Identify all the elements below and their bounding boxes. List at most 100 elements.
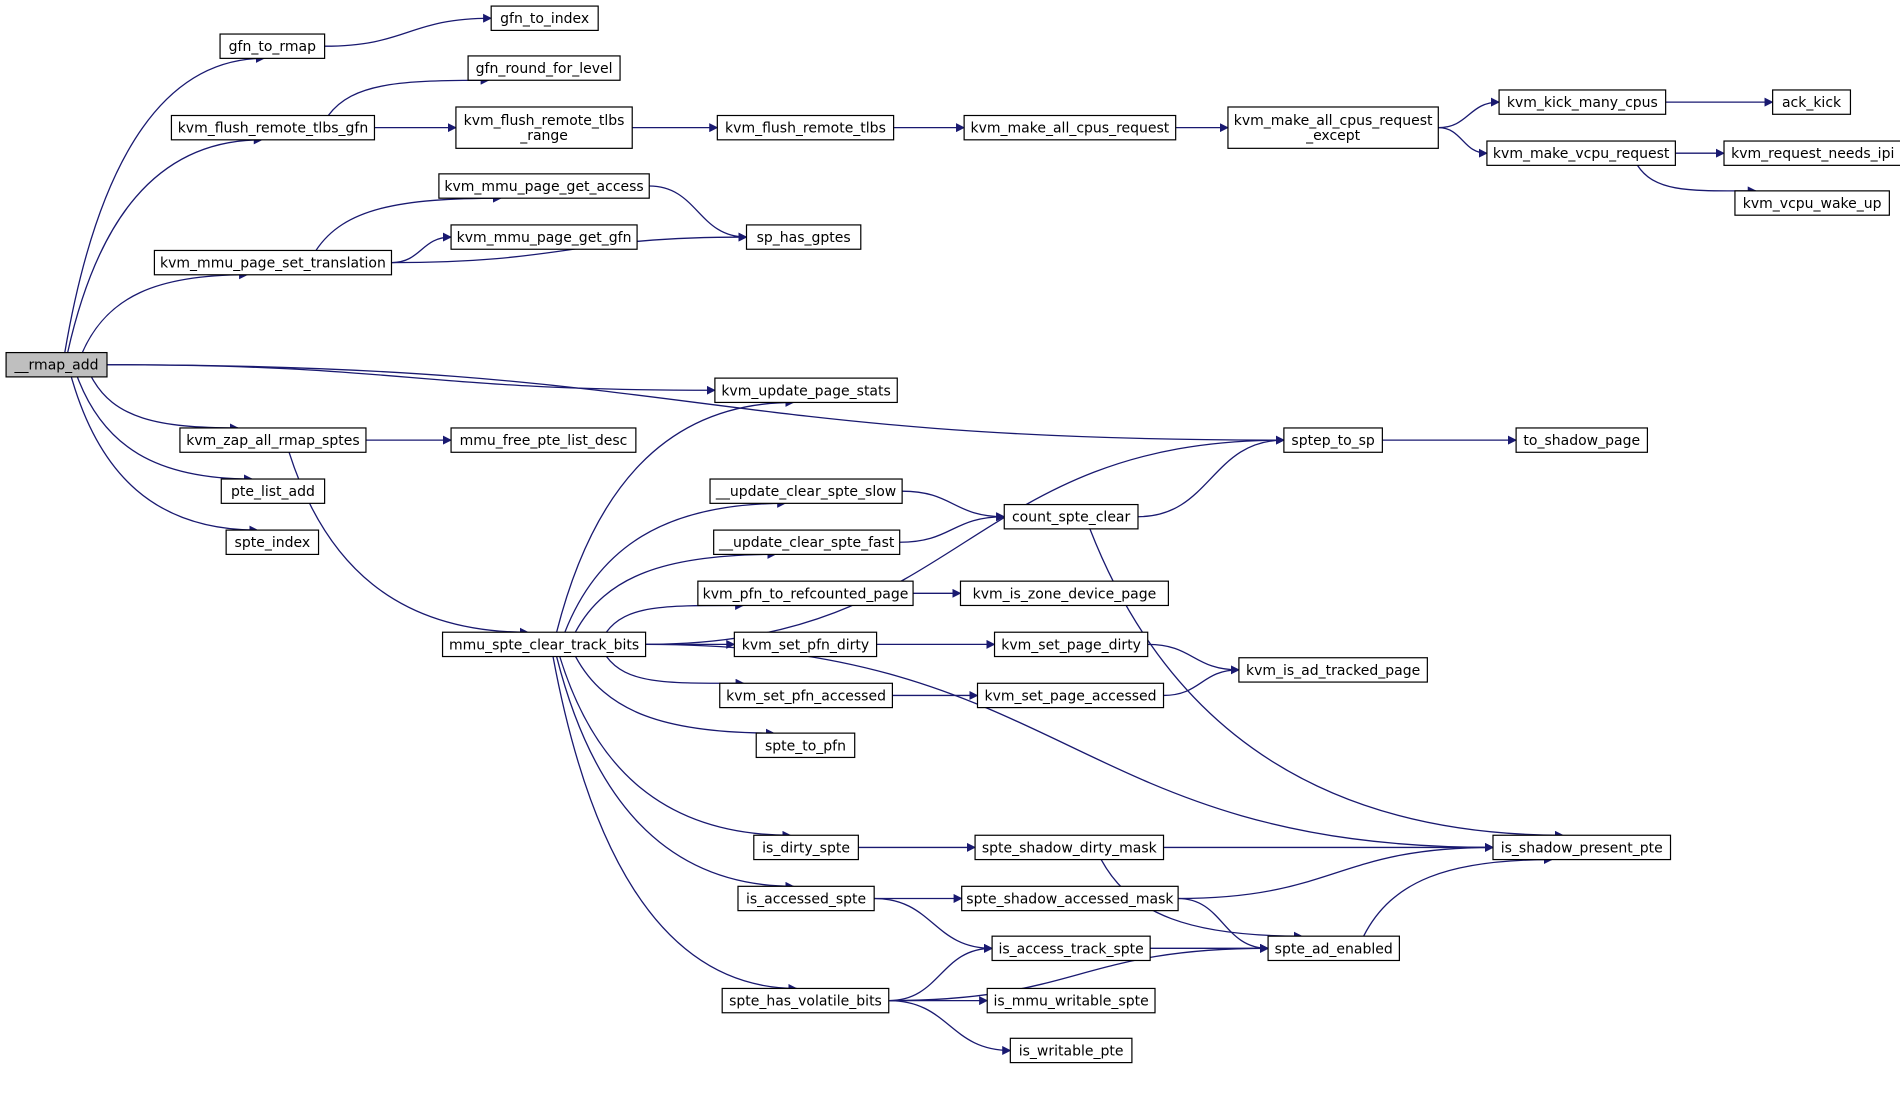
node-kvm_make_all_cpus_request[interactable]: kvm_make_all_cpus_request [963,114,1177,141]
node-spte_shadow_accessed_mask[interactable]: spte_shadow_accessed_mask [961,885,1179,912]
node-gfn_round_for_level[interactable]: gfn_round_for_level [467,55,621,81]
edge-kvm_mmu_page_set_translation-to-sp_has_gptes [391,232,748,264]
edge-mmu_spte_clear_track_bits-to-update_clear_spte_slow [564,498,787,633]
node-kvm_make_all_cpus_request_except[interactable]: kvm_make_all_cpus_request_except [1227,106,1439,149]
node-is_dirty_spte[interactable]: is_dirty_spte [753,834,859,861]
node-update_clear_spte_fast[interactable]: __update_clear_spte_fast [713,529,901,556]
node-kvm_update_page_stats[interactable]: kvm_update_page_stats [714,377,898,404]
node-kvm_kick_many_cpus[interactable]: kvm_kick_many_cpus [1498,89,1667,115]
node-kvm_mmu_page_get_access[interactable]: kvm_mmu_page_get_access [438,173,650,199]
node-label: is_access_track_spte [998,941,1143,957]
node-kvm_mmu_page_get_gfn[interactable]: kvm_mmu_page_get_gfn [450,224,638,250]
node-update_clear_spte_slow[interactable]: __update_clear_spte_slow [709,478,903,504]
node-spte_has_volatile_bits[interactable]: spte_has_volatile_bits [721,987,890,1014]
node-kvm_zap_all_rmap_sptes[interactable]: kvm_zap_all_rmap_sptes [179,427,367,453]
node-is_shadow_present_pte[interactable]: is_shadow_present_pte [1492,834,1672,861]
edge-spte_ad_enabled-to-is_shadow_present_pte [1363,855,1553,937]
node-kvm_flush_remote_tlbs_range[interactable]: kvm_flush_remote_tlbs_range [455,106,633,149]
node-box [450,427,637,453]
node-box [1009,1037,1133,1064]
node-kvm_set_pfn_dirty[interactable]: kvm_set_pfn_dirty [733,631,878,658]
node-kvm_set_page_accessed[interactable]: kvm_set_page_accessed [976,682,1165,709]
node-spte_ad_enabled[interactable]: spte_ad_enabled [1267,935,1400,962]
node-kvm_request_needs_ipi[interactable]: kvm_request_needs_ipi [1723,140,1900,166]
node-is_mmu_writable_spte[interactable]: is_mmu_writable_spte [986,987,1156,1014]
node-sp_has_gptes[interactable]: sp_has_gptes [745,224,862,250]
node-box [1267,935,1400,962]
edge-spte_shadow_dirty_mask-to-spte_ad_enabled [1100,859,1303,941]
node-kvm_pfn_to_refcounted_page[interactable]: kvm_pfn_to_refcounted_page [697,580,914,607]
node-label: kvm_flush_remote_tlbs [725,121,886,137]
node-sptep_to_sp[interactable]: sptep_to_sp [1283,427,1383,453]
node-kvm_mmu_page_set_translation[interactable]: kvm_mmu_page_set_translation [153,249,393,276]
node-is_access_track_spte[interactable]: is_access_track_spte [991,935,1151,962]
node-kvm_flush_remote_tlbs[interactable]: kvm_flush_remote_tlbs [716,114,895,141]
edge-kvm_make_all_cpus_request_except-to-kvm_kick_many_cpus [1438,97,1500,129]
node-box [1283,427,1383,453]
edge-rmap_add-to-kvm_update_page_stats [106,364,716,395]
edge-kvm_set_page_dirty-to-kvm_is_ad_tracked_page [1147,643,1240,675]
edge-kvm_mmu_page_set_translation-to-kvm_mmu_page_get_gfn [391,232,452,264]
node-label: to_shadow_page [1523,433,1640,449]
edge-rmap_add-to-kvm_mmu_page_set_translation [81,270,249,353]
node-spte_to_pfn[interactable]: spte_to_pfn [755,732,856,759]
node-label: sptep_to_sp [1291,433,1375,449]
node-box [219,33,326,59]
node-gfn_to_rmap[interactable]: gfn_to_rmap [219,33,326,59]
node-label: spte_index [235,535,311,551]
node-label: kvm_mmu_page_get_gfn [457,230,632,246]
node-pte_list_add[interactable]: pte_list_add [220,478,326,504]
node-kvm_make_vcpu_request[interactable]: kvm_make_vcpu_request [1486,140,1676,166]
node-label: is_mmu_writable_spte [994,994,1149,1010]
node-is_accessed_spte[interactable]: is_accessed_spte [737,885,875,912]
node-kvm_is_zone_device_page[interactable]: kvm_is_zone_device_page [959,580,1169,607]
node-ack_kick[interactable]: ack_kick [1772,89,1852,115]
node-spte_index[interactable]: spte_index [225,529,320,556]
edge-count_spte_clear-to-sptep_to_sp [1137,435,1285,518]
node-rmap_add[interactable]: __rmap_add [5,351,108,378]
node-label: kvm_request_needs_ipi [1731,146,1894,162]
node-box [697,580,914,607]
node-label: kvm_update_page_stats [721,383,890,399]
node-label: kvm_mmu_page_get_access [444,179,643,195]
node-label: __rmap_add [14,358,99,374]
node-kvm_vcpu_wake_up[interactable]: kvm_vcpu_wake_up [1734,190,1890,216]
node-box [1238,657,1428,683]
node-count_spte_clear[interactable]: count_spte_clear [1003,503,1139,530]
node-kvm_is_ad_tracked_page[interactable]: kvm_is_ad_tracked_page [1238,657,1428,683]
edge-kvm_make_all_cpus_request_except-to-kvm_make_vcpu_request [1438,127,1488,158]
node-box [153,249,393,276]
node-box [170,114,376,141]
edge-gfn_to_rmap-to-gfn_to_index [324,13,493,47]
node-label: kvm_set_pfn_dirty [742,637,869,653]
node-label: kvm_mmu_page_set_translation [160,256,386,272]
edge-rmap_add-to-pte_list_add [76,376,254,484]
node-mmu_spte_clear_track_bits[interactable]: mmu_spte_clear_track_bits [441,631,647,658]
node-label: spte_to_pfn [765,738,846,754]
node-box [450,224,638,250]
edge-rmap_add-to-kvm_zap_all_rmap_sptes [90,376,239,433]
node-kvm_set_page_dirty[interactable]: kvm_set_page_dirty [993,631,1149,658]
node-kvm_set_pfn_accessed[interactable]: kvm_set_pfn_accessed [719,682,893,709]
node-box [963,114,1177,141]
node-label: kvm_flush_remote_tlbs_gfn [178,121,369,137]
node-label: kvm_set_pfn_accessed [726,688,886,704]
node-layer: __rmap_add gfn_to_rmap gfn_to_index kvm_flu… [5,5,1900,1064]
node-mmu_free_pte_list_desc[interactable]: mmu_free_pte_list_desc [450,427,637,453]
node-label: spte_shadow_accessed_mask [966,891,1174,907]
edge-kvm_set_page_accessed-to-kvm_is_ad_tracked_page [1163,665,1240,697]
edge-kvm_flush_remote_tlbs_gfn-to-gfn_round_for_level [327,75,490,116]
node-spte_shadow_dirty_mask[interactable]: spte_shadow_dirty_mask [974,834,1165,861]
node-box [993,631,1149,658]
node-kvm_flush_remote_tlbs_gfn[interactable]: kvm_flush_remote_tlbs_gfn [170,114,376,141]
node-box [976,682,1165,709]
node-box [745,224,862,250]
edge-rmap_add-to-sptep_to_sp [106,364,1285,445]
node-gfn_to_index[interactable]: gfn_to_index [490,5,599,31]
node-label: spte_shadow_dirty_mask [982,840,1158,856]
node-label: kvm_set_page_accessed [984,688,1156,704]
edge-is_accessed_spte-to-is_access_track_spte [874,897,993,953]
node-to_shadow_page[interactable]: to_shadow_page [1515,427,1649,453]
node-is_writable_pte[interactable]: is_writable_pte [1009,1037,1133,1064]
node-box [991,935,1151,962]
